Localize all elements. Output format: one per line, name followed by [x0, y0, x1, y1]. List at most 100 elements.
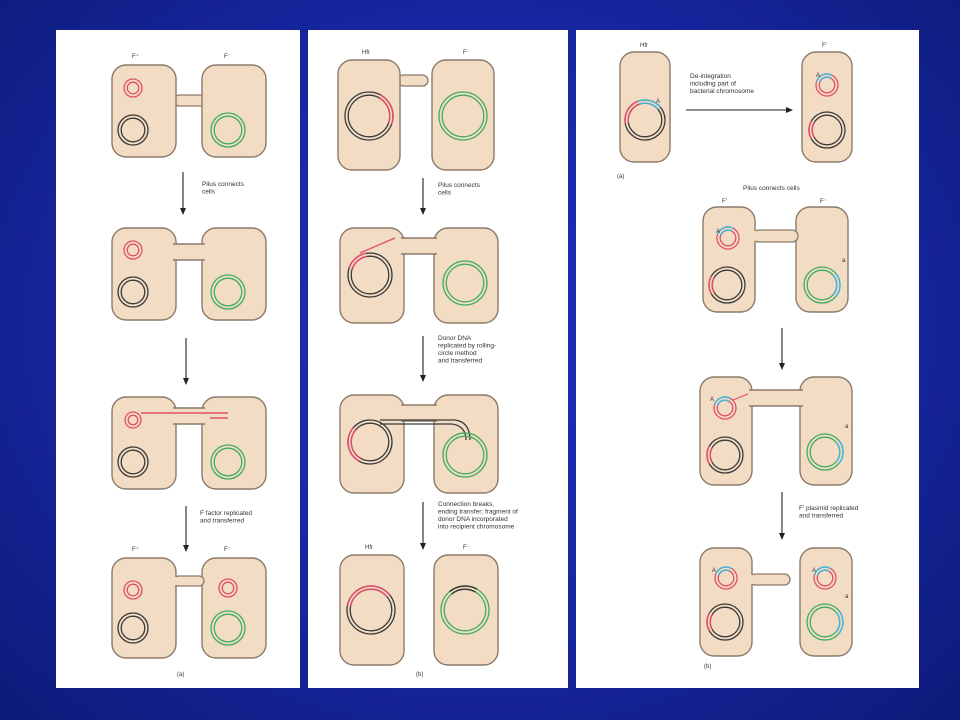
p1-r4-pilus [173, 575, 205, 587]
p1-r1-recipient-tag: F⁻ [224, 54, 231, 60]
p3-b1-pilus-join [750, 231, 756, 241]
p1-r1-donor-tag: F⁺ [132, 53, 139, 60]
p2-caption-2-line-2: circle method [438, 350, 477, 357]
p3-caption-transfer-line-0: F' plasmid replicated [799, 505, 859, 512]
p2-arrow-2-head [420, 375, 426, 382]
p3-b1-recipient-tag: F⁻ [820, 199, 827, 205]
p3-arrow-2-head [779, 533, 785, 540]
p1-r3-recipient-chromosome-inner [213, 447, 243, 477]
p3-a-fprime-chromosome-mark-inner [811, 122, 815, 138]
label-p1-fplus-bottom-left: F+ [62, 540, 82, 557]
p3-arrow-1-head [779, 363, 785, 370]
p1-r1-recipient-chromosome-outer [210, 112, 246, 148]
label-p3-fprime-top: F’ [868, 52, 883, 69]
label-p2-hfr-top: Hfr [325, 44, 349, 61]
p2-r2-donor-cell [339, 227, 405, 324]
p3-a-hfr-cell [619, 51, 671, 163]
p3-b2-transfer-strand [732, 393, 749, 401]
p2-r4-recipient-cell [433, 554, 499, 666]
p3-a-fprime-chromosome-mark-outer [808, 120, 813, 140]
p1-r2-f-plasmid-outer [123, 240, 143, 260]
p3-a-fprime-gene: A [816, 73, 820, 79]
p2-r2-recipient-cell [433, 227, 499, 324]
p1-caption-1-line-0: Pilus connects [202, 181, 245, 188]
p2-r3-recipient-chromosome-outer [442, 432, 488, 478]
p3-figure-label-a: (a) [617, 174, 624, 180]
p3-b3-recipient-gene: a [845, 594, 849, 600]
p3-a-fprime-segment-outer [815, 73, 833, 82]
p1-r3-bridge [174, 408, 204, 424]
p3-b1-fprime-segment-inner [719, 229, 733, 236]
p3-a-chromosome-segment-outer [637, 99, 661, 108]
p3-a-fprime-tag: F' [822, 43, 827, 49]
p1-arrow-1-head [180, 208, 186, 215]
p3-b2-recipient-cell [799, 376, 853, 486]
p1-r4-recipient-chromosome-outer [210, 610, 246, 646]
p3-b3-fprime-segment-outer [714, 566, 732, 575]
p1-r2-donor-chromosome-inner [120, 279, 146, 305]
p2-r4-donor-tag: Hfr [365, 545, 373, 551]
p2-caption-3-line-2: donor DNA incorporated [438, 516, 508, 523]
p3-b3-new-fprime-segment-outer [813, 566, 831, 575]
p3-b2-recipient-segment-inner [835, 442, 841, 462]
p2-r3-donor-cell [339, 394, 405, 494]
p1-arrow-3-head [183, 545, 189, 552]
p1-caption-3-line-1: and transferred [200, 518, 244, 525]
p3-b2-donor-cell [699, 376, 753, 486]
label-p3-fprime-bottom-right: F’ [860, 560, 875, 577]
p3-b2-fprime-segment-inner [716, 399, 730, 406]
p3-b3-new-fprime-segment-inner [816, 569, 830, 576]
label-p3-hfr-top: Hfr [585, 52, 609, 69]
p1-r3-recipient-chromosome-outer [210, 444, 246, 480]
p2-r4-integrated-f-outer [346, 585, 390, 606]
p3-a-fprime-segment-inner [818, 76, 832, 83]
p1-r4-recipient-chromosome-inner [213, 613, 243, 643]
p2-r4-donor-cell [339, 554, 405, 666]
p2-r1-recipient-tag: F⁻ [463, 50, 470, 56]
p1-r3-f-plasmid-outer [124, 411, 142, 429]
label-p1-fminus-top: F- [271, 64, 287, 81]
p3-b1-donor-cell [702, 206, 756, 313]
p3-b1-fprime-segment-outer [716, 226, 734, 235]
p1-r2-donor-cell [111, 227, 177, 321]
p1-r2-recipient-cell [201, 227, 267, 321]
p3-b2-donor-mark-outer [706, 445, 711, 465]
p2-r2-bridge [402, 238, 436, 254]
p3-b2-donor-mark-inner [709, 447, 713, 463]
p2-r2-integrated-f-inner [351, 255, 367, 269]
p2-r3-integrated-f-inner [350, 429, 362, 459]
p1-r4-recipient-tag: F⁻ [224, 547, 231, 553]
p1-r3-f-plasmid-inner [127, 414, 139, 426]
p1-r3-donor-chromosome-outer [117, 446, 149, 478]
p3-b3-pilus-join [747, 575, 753, 584]
p3-b3-donor-mark-inner [709, 614, 713, 630]
p2-r1-donor-cell [337, 59, 401, 171]
p2-r2-donor-chromosome-inner [350, 255, 390, 295]
p3-b1-recipient-segment-outer [835, 272, 841, 298]
p3-a-gene-label: A [656, 99, 660, 105]
p3-b1-recipient-cell [795, 206, 849, 313]
p3-b3-recipient-cell [799, 547, 853, 657]
p2-r4-integrated-f-inner [349, 588, 388, 607]
p3-b3-recipient-segment-outer [838, 609, 844, 635]
p1-r1-donor-chromosome-inner [120, 117, 146, 143]
p3-arrow-excision-head [786, 107, 793, 113]
p3-b1-recipient-gene: a [842, 258, 846, 264]
p1-r3-donor-cell [111, 396, 177, 490]
p2-r1-recipient-cell [431, 59, 495, 171]
label-p2-fminus-bottom: F- [518, 573, 534, 590]
p3-b1-donor-mark-outer [708, 275, 713, 295]
p2-r1-donor-tag: Hfr [362, 50, 370, 56]
p2-r3-bridge [402, 405, 436, 421]
p2-caption-1-line-1: cells [438, 190, 452, 197]
p2-caption-2-line-0: Donor DNA [438, 335, 472, 342]
p3-b3-gene: A [712, 568, 716, 574]
p3-b3-new-gene: A [812, 568, 816, 574]
p2-r2-integrated-f-outer [348, 252, 367, 268]
p3-b1-recipient-segment-inner [832, 275, 838, 295]
label-p3-fminus-mid: F- [870, 218, 886, 235]
p3-a-chromosome-segment-inner [639, 102, 659, 110]
p2-r1-integrated-f-inner [378, 97, 391, 124]
p3-caption-excision-line-2: bacterial chromosome [690, 88, 754, 95]
p2-r3-recipient-cell [433, 394, 499, 494]
